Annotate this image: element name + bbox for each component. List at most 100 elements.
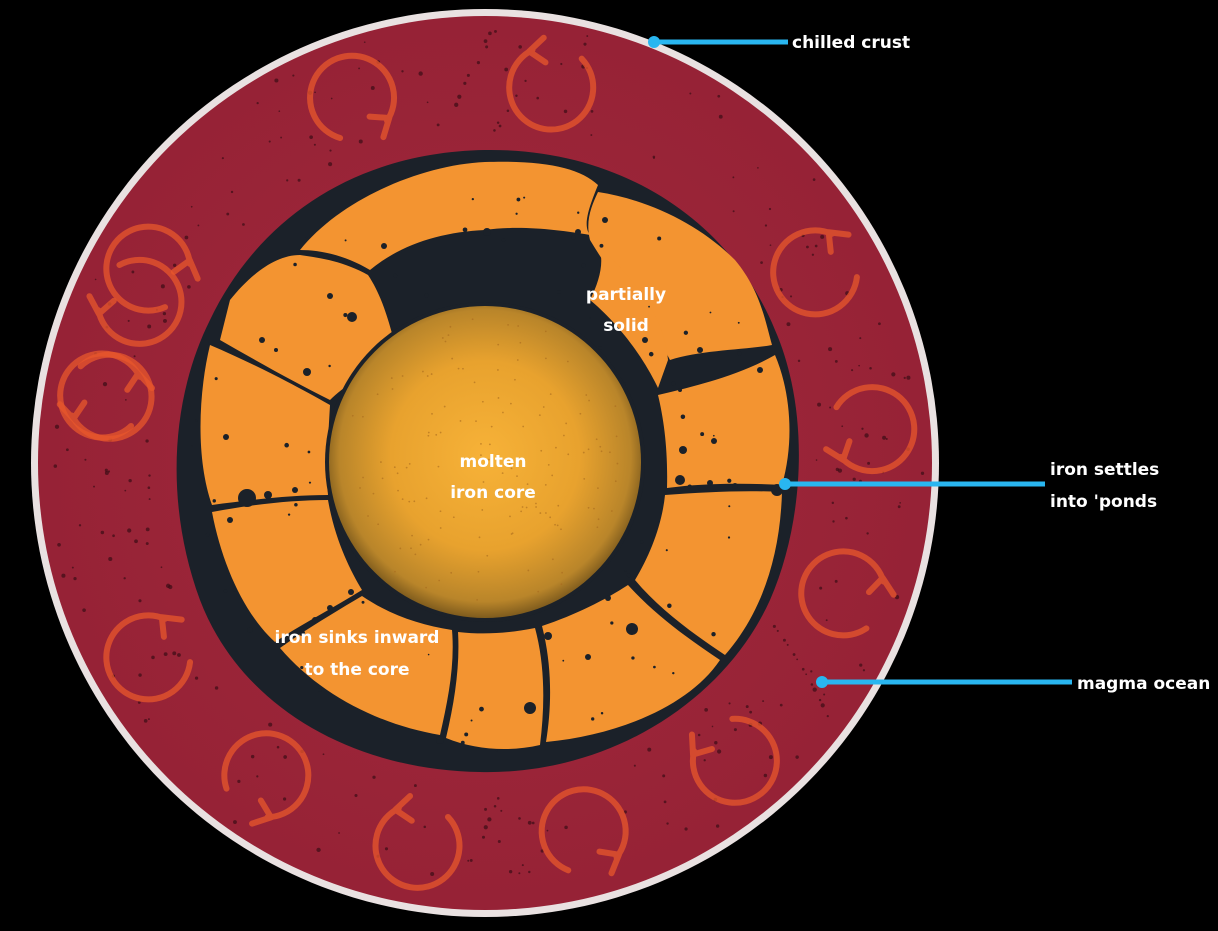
speckle <box>662 774 666 778</box>
speckle <box>531 821 535 825</box>
leader-dot-icon <box>648 36 660 48</box>
speckle <box>652 155 656 159</box>
speckle <box>354 794 358 798</box>
iron-droplet <box>479 706 484 712</box>
core-speckle <box>535 502 537 505</box>
iron-droplet <box>544 632 552 640</box>
speckle <box>162 318 167 323</box>
leader-dot-icon <box>816 676 828 688</box>
iron-droplet <box>344 239 347 242</box>
iron-droplet <box>562 659 565 662</box>
iron-droplet <box>728 505 731 508</box>
speckle <box>125 399 127 401</box>
molten-core-label-1: molten <box>460 452 527 472</box>
core-speckle <box>554 523 556 526</box>
speckle <box>467 859 470 862</box>
speckle <box>806 245 809 249</box>
core-speckle <box>405 466 408 469</box>
iron-droplet <box>665 549 668 552</box>
core-speckle <box>557 504 560 507</box>
speckle <box>160 566 163 569</box>
core-speckle <box>451 357 454 360</box>
speckle <box>504 67 509 72</box>
iron-droplet <box>292 487 298 493</box>
core-speckle <box>556 524 559 527</box>
iron-droplet <box>293 262 297 267</box>
speckle <box>515 94 518 97</box>
core-speckle <box>427 538 430 541</box>
magma-ocean-leader <box>816 676 1072 688</box>
speckle <box>436 123 440 127</box>
core-speckle <box>367 515 369 517</box>
core-speckle <box>490 458 493 461</box>
speckle <box>322 753 325 756</box>
speckle <box>768 755 773 760</box>
iron-droplet <box>327 293 333 299</box>
core-speckle <box>425 586 428 589</box>
iron-droplet <box>483 228 491 236</box>
core-speckle <box>579 412 582 415</box>
core-speckle <box>449 325 452 328</box>
speckle <box>518 45 522 49</box>
speckle <box>829 406 832 409</box>
curved-arrow-icon <box>372 793 463 891</box>
speckle <box>143 719 148 723</box>
core-speckle <box>567 453 570 456</box>
iron-droplet <box>700 432 705 437</box>
core-speckle <box>615 435 618 438</box>
core-speckle <box>414 553 417 556</box>
speckle <box>297 178 301 182</box>
speckle <box>832 520 835 523</box>
core-speckle <box>521 506 524 508</box>
core-speckle <box>427 431 430 434</box>
speckle <box>768 207 772 211</box>
iron-droplet <box>214 377 218 381</box>
speckle <box>782 638 786 642</box>
core-speckle <box>471 318 474 321</box>
core-speckle <box>452 516 455 519</box>
core-speckle <box>510 402 512 405</box>
core-speckle <box>351 414 354 417</box>
speckle <box>819 586 823 590</box>
core-speckle <box>535 506 537 508</box>
speckle <box>560 62 563 66</box>
core-speckle <box>582 451 585 454</box>
core-speckle <box>439 527 442 529</box>
speckle <box>54 424 60 429</box>
iron-droplet <box>381 243 387 249</box>
speckle <box>825 619 828 622</box>
speckle <box>71 566 74 569</box>
iron-droplet <box>287 513 291 516</box>
core-speckle <box>608 451 611 454</box>
speckle <box>127 528 132 533</box>
core-speckle <box>538 414 541 417</box>
core-speckle <box>397 489 399 492</box>
speckle <box>704 707 708 712</box>
iron-droplet <box>602 217 608 223</box>
speckle <box>233 820 237 824</box>
speckle <box>330 97 333 100</box>
core-speckle <box>616 462 619 465</box>
iron-droplet <box>711 438 717 444</box>
speckle <box>221 157 224 160</box>
speckle <box>897 505 901 509</box>
speckle <box>100 530 105 535</box>
iron-droplet <box>223 589 228 593</box>
speckle <box>851 369 854 372</box>
speckle <box>506 109 510 113</box>
speckle <box>536 96 540 100</box>
speckle <box>363 41 366 43</box>
iron-droplet <box>626 623 638 635</box>
curved-arrow-icon <box>506 34 597 133</box>
iron-droplet <box>671 381 676 386</box>
speckle <box>666 822 669 825</box>
speckle <box>226 212 230 216</box>
speckle <box>172 263 177 267</box>
core-speckle <box>514 378 516 381</box>
core-speckle <box>359 487 361 489</box>
speckle <box>841 425 844 428</box>
speckle <box>314 91 316 94</box>
speckle <box>810 683 814 686</box>
core-speckle <box>394 570 396 573</box>
iron-droplet <box>577 211 580 214</box>
